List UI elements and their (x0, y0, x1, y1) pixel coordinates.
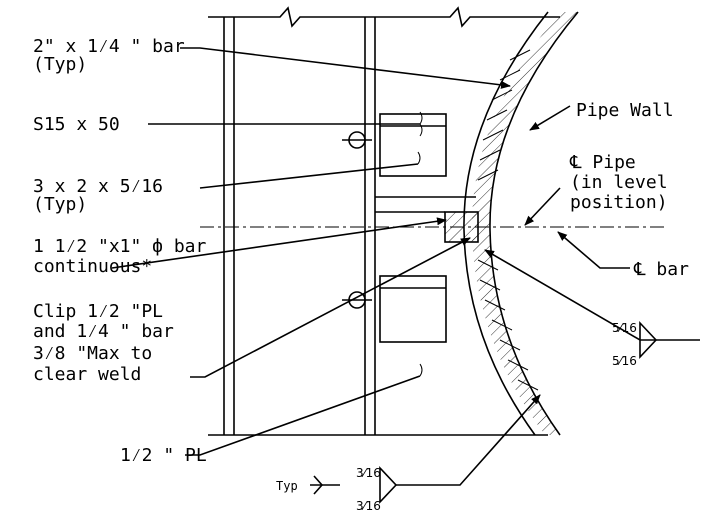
weld-symbol-bottom (313, 465, 398, 505)
label-typ: Typ (276, 479, 298, 493)
label-clip: Clip 1⁄2 "PL (33, 301, 163, 322)
label-bar-2x14-typ: (Typ) (33, 54, 87, 75)
label-s15: S15 x 50 (33, 114, 120, 135)
label-cont-bar-cont: continuous* (33, 256, 152, 277)
beam-right (364, 17, 376, 435)
beam-left (223, 17, 235, 435)
label-clip-clear: clear weld (33, 364, 141, 385)
label-cl-bar: ℄ bar (633, 259, 689, 280)
label-cont-bar: 1 1⁄2 "x1" ф bar (33, 236, 207, 257)
weld-right-top-size: 5⁄16 (612, 321, 637, 335)
weld-bottom-top-size: 3⁄16 (356, 466, 381, 480)
label-plate: 1⁄2 " PL (120, 445, 207, 466)
weld-symbol-right (639, 320, 658, 360)
label-clip-and: and 1⁄4 " bar (33, 321, 174, 342)
pipe-wall (463, 11, 579, 436)
weld-right-bottom-size: 5⁄16 (612, 354, 637, 368)
label-cl-pipe-position: position) (570, 192, 668, 213)
label-pipe-wall: Pipe Wall (576, 100, 674, 121)
label-angle-typ: (Typ) (33, 194, 87, 215)
angle-lower (342, 275, 447, 343)
top-break-line (208, 6, 560, 28)
label-cl-pipe: ℄ Pipe (569, 152, 636, 173)
weld-bottom-bottom-size: 3⁄16 (356, 499, 381, 513)
label-angle: 3 x 2 x 5⁄16 (33, 176, 163, 197)
angle-upper (342, 113, 447, 177)
plate-horizontal (375, 196, 476, 213)
leader-lines (111, 47, 700, 486)
label-bar-2x14: 2" x 1⁄4 " bar (33, 36, 185, 57)
label-clip-max: 3⁄8 "Max to (33, 343, 152, 364)
label-cl-pipe-level: (in level (570, 172, 668, 193)
